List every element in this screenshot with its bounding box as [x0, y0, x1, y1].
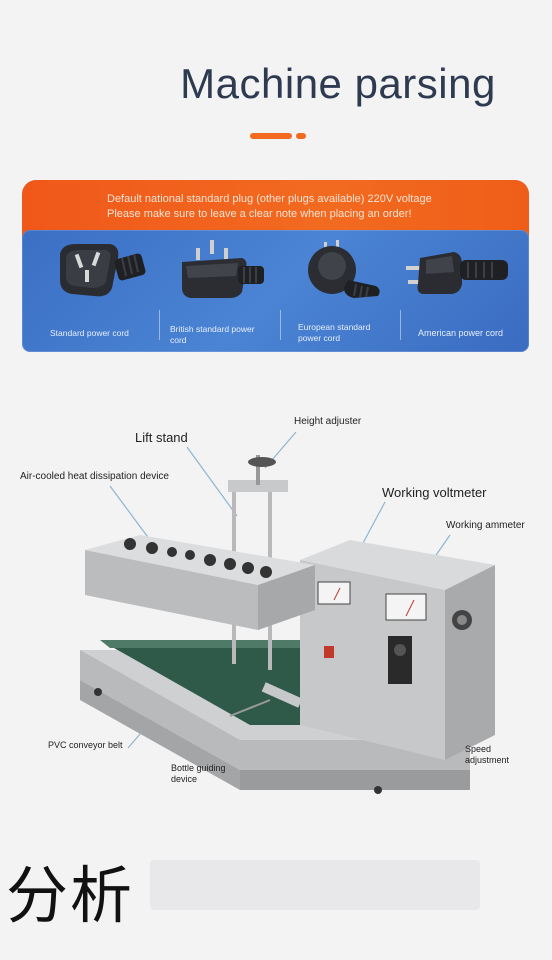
- label-air-cooled: Air-cooled heat dissipation device: [20, 471, 169, 482]
- plug-item-british: British standard power cord: [162, 230, 282, 352]
- label-speed-2: adjustment: [465, 755, 510, 765]
- label-height-adjuster: Height adjuster: [294, 416, 362, 427]
- title-accent-dot: [296, 133, 306, 139]
- page-title: Machine parsing: [180, 60, 496, 107]
- plug-banner: Default national standard plug (other pl…: [22, 180, 529, 352]
- plug-item-american: American power cord: [394, 230, 514, 352]
- divider: [400, 310, 401, 340]
- plug-panel: Standard power cord British standard pow…: [22, 230, 529, 352]
- title-accent-bar: [250, 133, 292, 139]
- american-plug-icon: [406, 252, 508, 294]
- plug-label-standard: Standard power cord: [50, 328, 129, 338]
- label-bottle-guiding-2: device: [171, 774, 198, 784]
- chinese-plug-icon: [60, 244, 146, 297]
- divider: [159, 310, 160, 340]
- plug-item-standard: Standard power cord: [42, 230, 162, 352]
- section-heading-chinese: 分析: [6, 859, 135, 932]
- plug-label-european: European standard power cord: [298, 322, 371, 343]
- label-bottle-guiding-1: Bottle guiding: [171, 763, 226, 773]
- plug-notice-line1: Default national standard plug (other pl…: [107, 193, 432, 205]
- plug-label-american: American power cord: [418, 328, 504, 338]
- european-plug-icon: [308, 240, 380, 298]
- british-plug-icon: [182, 240, 264, 298]
- label-working-ammeter: Working ammeter: [446, 520, 525, 531]
- plug-label-british: British standard power cord: [170, 324, 255, 345]
- plug-notice-line2: Please make sure to leave a clear note w…: [107, 208, 412, 220]
- blurred-text: [150, 860, 480, 910]
- label-lift-stand: Lift stand: [135, 430, 188, 445]
- label-pvc-belt: PVC conveyor belt: [48, 740, 123, 750]
- plug-item-european: European standard power cord: [288, 230, 408, 352]
- label-working-voltmeter: Working voltmeter: [382, 485, 487, 500]
- divider: [280, 310, 281, 340]
- label-speed-1: Speed: [465, 744, 492, 754]
